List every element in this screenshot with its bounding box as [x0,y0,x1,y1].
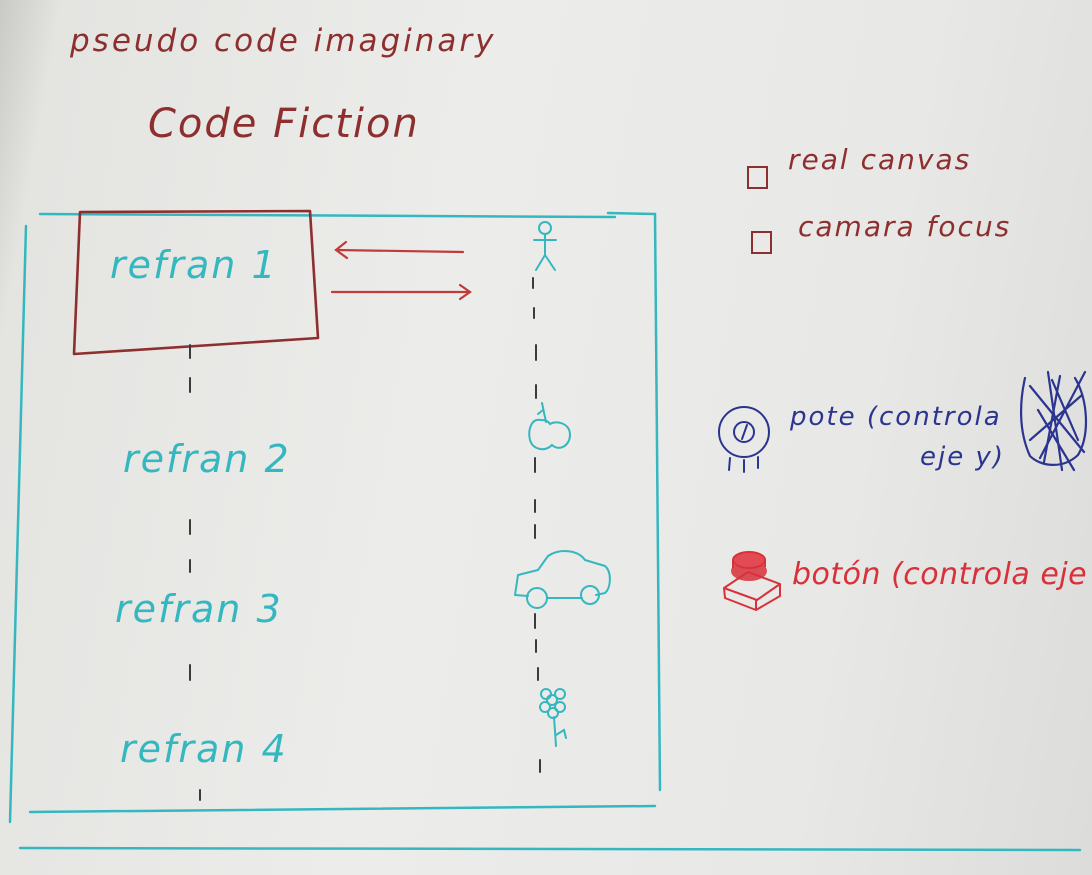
potentiometer-label-line2: eje y) [920,442,1006,472]
frame-label-4: refran 4 [120,727,288,771]
real-canvas-frame [8,211,1082,852]
apple-icon [528,402,572,451]
potentiometer-icon [718,406,770,473]
legend-label-real-canvas: real canvas [788,143,972,176]
button-label: botón (controla eje x [792,557,1092,592]
frame-label-1: refran 1 [110,243,278,287]
legend-label-camera-focus: camara focus [798,210,1012,243]
frame-label-3: refran 3 [115,587,283,631]
real-canvas-checkbox[interactable] [747,166,768,189]
camera-focus-frame [72,209,320,356]
page-title: Code Fiction [148,101,420,147]
timeline-axis [532,277,541,773]
arrow-left [334,240,465,260]
stick-figure-icon [533,221,557,271]
potentiometer-label-line1: pote (controla [790,402,1002,432]
flower-icon [539,688,567,747]
subtitle: pseudo code imaginary [70,23,497,59]
frame-label-2: refran 2 [123,437,291,481]
scribble-out [1020,370,1087,472]
push-button-icon [723,551,781,611]
car-icon [514,550,611,609]
arrow-right [330,283,472,301]
frame-connector [189,344,201,801]
camera-focus-checkbox[interactable] [751,231,772,254]
